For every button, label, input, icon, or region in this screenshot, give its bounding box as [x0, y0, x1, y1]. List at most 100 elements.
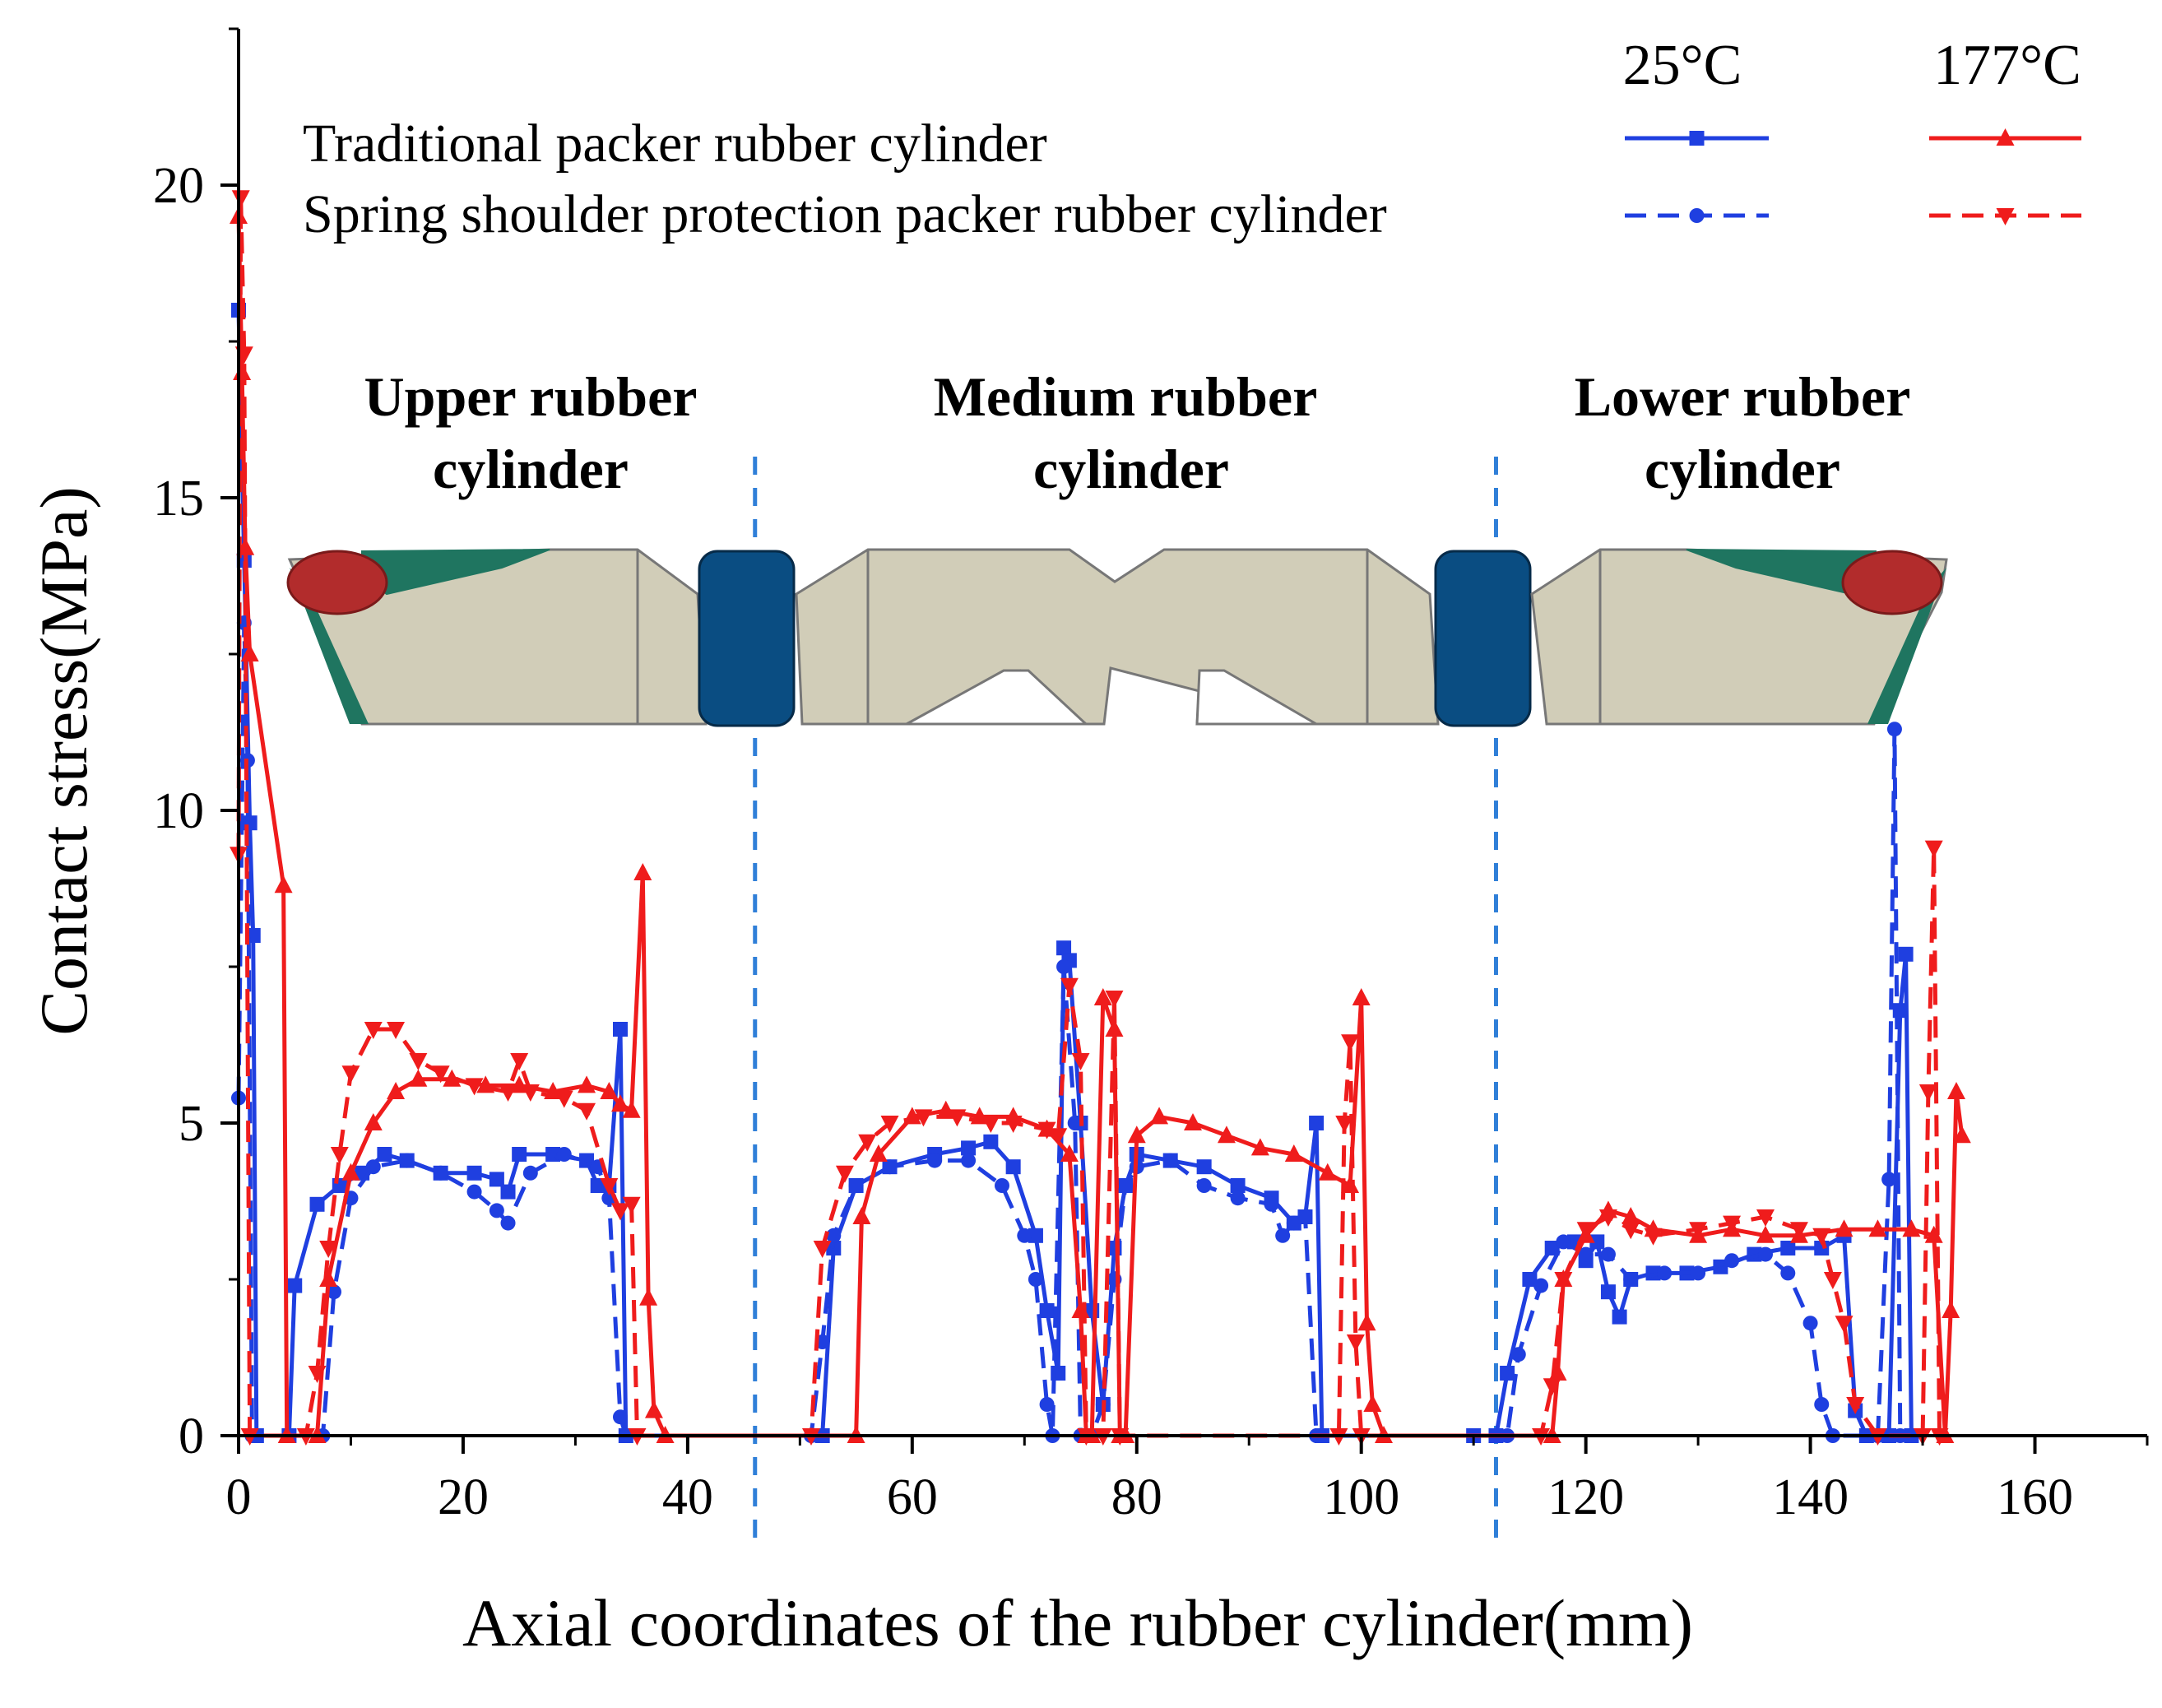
series-3-point-45: [1250, 1138, 1269, 1156]
series-2-point-50: [1533, 1278, 1549, 1293]
series-line-2: [236, 620, 1903, 1438]
series-2-point-46: [1297, 1209, 1313, 1224]
series-3-point-19: [611, 1094, 629, 1112]
series-3-point-11: [387, 1082, 406, 1099]
series-2-point-9: [399, 1153, 415, 1168]
series-1-point-32: [1028, 1228, 1043, 1243]
series-4-point-49: [1576, 1222, 1595, 1240]
series-4-point-6: [308, 1366, 327, 1383]
series-3-point-49: [1352, 988, 1371, 1005]
series-4-point-43: [1341, 1034, 1360, 1052]
series-4-point-30: [948, 1109, 967, 1127]
series-4-point-14: [465, 1078, 484, 1096]
series-3-point-71: [1952, 1126, 1971, 1144]
series-4-point-59: [1835, 1316, 1853, 1334]
series-2-point-30: [1039, 1397, 1055, 1412]
series-1-point-31: [1005, 1159, 1021, 1175]
series-3-point-70: [1947, 1082, 1965, 1099]
series-2-point-40: [1162, 1153, 1178, 1168]
lower-spring-ring: [1841, 550, 1943, 615]
x-tick-label-7: 120: [1547, 1469, 1624, 1525]
series-3-point-58: [1622, 1207, 1640, 1224]
series-4-point-21: [611, 1203, 629, 1221]
series-2-point-59: [1780, 1265, 1796, 1281]
series-1-point-54: [1522, 1272, 1538, 1287]
series-1-point-35: [1056, 940, 1072, 956]
series-1-point-16: [500, 1184, 516, 1200]
series-3-point-26: [852, 1207, 871, 1224]
series-2-point-8: [365, 1159, 381, 1175]
series-group-2: [231, 615, 1908, 1443]
series-4-point-10: [364, 1022, 383, 1039]
series-4-point-50: [1598, 1209, 1617, 1227]
series-3-point-64: [1835, 1219, 1853, 1237]
x-tick-label-3: 40: [662, 1469, 713, 1525]
series-4-point-51: [1622, 1222, 1640, 1240]
series-4-point-27: [858, 1134, 877, 1152]
series-3-point-23: [644, 1400, 663, 1418]
series-3-point-17: [578, 1075, 596, 1093]
series-2-point-12: [489, 1203, 504, 1218]
series-2-point-10: [433, 1165, 448, 1181]
series-4-point-2: [231, 190, 250, 208]
series-4-point-16: [510, 1053, 529, 1070]
series-1-point-15: [489, 1172, 504, 1187]
section-label-medium-line1: Medium rubber: [934, 365, 1318, 428]
series-4-point-63: [1918, 1084, 1937, 1102]
series-2-point-13: [500, 1215, 516, 1231]
series-3-point-8: [319, 1269, 338, 1287]
series-3-point-46: [1284, 1144, 1303, 1162]
series-3-point-18: [600, 1082, 619, 1099]
x-tick-label-8: 140: [1772, 1469, 1849, 1525]
series-3-point-62: [1756, 1225, 1775, 1243]
series-2-point-54: [1623, 1272, 1639, 1287]
series-2-point-60: [1802, 1316, 1818, 1331]
y-tick-label-5: 20: [153, 158, 204, 214]
series-3-point-12: [409, 1069, 428, 1087]
upper-spring-ring: [286, 550, 388, 615]
series-3-point-4: [240, 644, 259, 661]
series-2-point-29: [1028, 1272, 1043, 1287]
y-tick-label-1: 0: [179, 1409, 204, 1464]
series-1-point-22: [613, 1022, 628, 1037]
series-4-point-57: [1812, 1228, 1831, 1246]
series-4-point-20: [600, 1178, 619, 1195]
series-2-point-27: [995, 1178, 1009, 1193]
series-4-point-48: [1554, 1272, 1573, 1289]
y-tick-label-4: 15: [153, 471, 204, 527]
y-axis-title: Contact stress(MPa): [26, 486, 101, 1035]
series-3-point-5: [274, 875, 293, 893]
series-3-point-43: [1184, 1113, 1202, 1130]
series-2-point-61: [1814, 1397, 1830, 1412]
x-tick-label-9: 160: [1997, 1469, 2073, 1525]
legend-swatch-marker-3: [1689, 208, 1705, 223]
series-4-point-47: [1543, 1378, 1561, 1396]
series-2-point-32: [1056, 959, 1072, 974]
series-4-point-18: [554, 1090, 573, 1108]
series-3-point-21: [633, 863, 652, 880]
series-1-point-66: [1780, 1241, 1796, 1255]
series-3-point-65: [1868, 1219, 1887, 1237]
series-4-point-13: [431, 1065, 450, 1084]
series-1-point-11: [377, 1147, 392, 1162]
series-2-point-49: [1510, 1347, 1526, 1362]
series-group-4: [230, 190, 1949, 1446]
series-2-point-45: [1286, 1215, 1301, 1231]
series-4-point-19: [578, 1102, 596, 1121]
series-1-point-44: [1196, 1159, 1212, 1175]
section-label-lower-line1: Lower rubber: [1575, 365, 1911, 428]
x-tick-label-4: 60: [887, 1469, 938, 1525]
series-4-point-17: [521, 1084, 540, 1102]
series-2-point-52: [1578, 1246, 1594, 1262]
series-3-point-27: [869, 1144, 888, 1162]
series-4-point-64: [1924, 840, 1943, 858]
series-2-point-38: [1118, 1178, 1134, 1193]
series-2-point-51: [1556, 1234, 1571, 1250]
series-2-point-23: [848, 1178, 864, 1193]
series-1-point-7: [287, 1278, 303, 1293]
packer-cross-section-illustration: [286, 548, 1948, 727]
series-2-point-22: [826, 1228, 842, 1243]
medium-lower-cavity: [906, 669, 1089, 726]
section-label-upper-line2: cylinder: [433, 438, 629, 500]
